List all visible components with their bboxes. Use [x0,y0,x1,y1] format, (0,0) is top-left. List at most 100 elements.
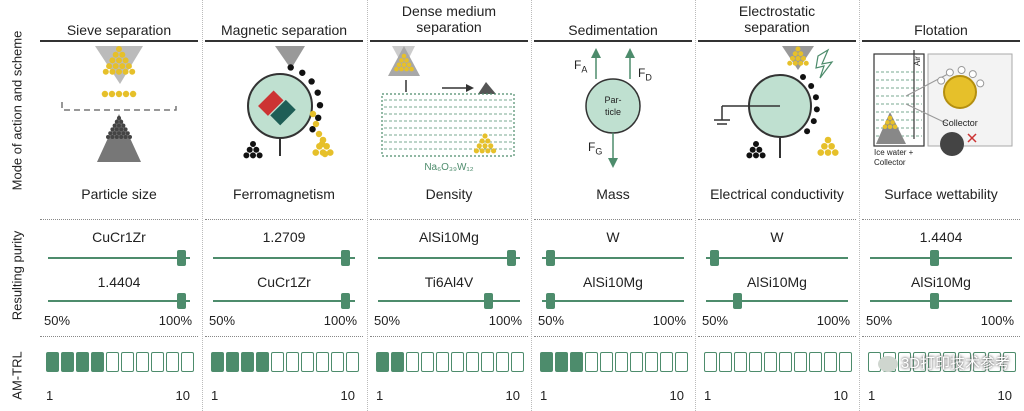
trl-cell [466,352,479,372]
trl-cell [988,352,1001,372]
purity-marker [929,293,939,309]
purity-marker [177,293,186,309]
scale-min-label: 50% [866,313,893,328]
trl-cell [496,352,509,372]
trl-min-label: 1 [868,388,876,403]
purity-track [378,300,520,302]
column-separator [531,0,533,411]
scale-max-label: 100% [980,313,1014,328]
divider [698,219,856,220]
trl-cell [451,352,464,372]
trl-cell [286,352,299,372]
row-label-purity: Resulting purity [0,220,34,330]
ice-water-label: Ice water + Collector [874,148,914,167]
scale-max-label: 100% [488,313,522,328]
trl-cell [406,352,419,372]
trl-min-label: 1 [540,388,548,403]
air-label: Air [913,56,922,66]
divider [534,336,692,337]
trl-cell [301,352,314,372]
trl-cell [749,352,762,372]
force-fd-label: FD [638,66,652,83]
material-label: 1.2709 [262,229,306,245]
trl-bar [704,352,852,372]
method-column: Flotation Air Collector Ice water + Coll… [862,0,1020,411]
trl-cell [898,352,911,372]
purity-marker [507,250,516,266]
material-label: AlSi10Mg [419,229,479,245]
trl-cell [166,352,179,372]
trl-cell [839,352,852,372]
separation-property: Mass [596,186,630,202]
trl-cell [511,352,524,372]
purity-track [48,300,190,302]
material-label: 1.4404 [97,274,141,290]
scheme-illustration [698,44,856,174]
trl-bar [46,352,194,372]
method-title: Sieve separation [66,22,172,38]
trl-cell [391,352,404,372]
trl-cell [645,352,658,372]
title-underline [534,40,692,42]
collector-label: Collector [942,118,978,128]
separation-property: Surface wettability [884,186,998,202]
scale-min-label: 50% [702,313,729,328]
trl-cell [570,352,583,372]
row-label-mode: Mode of action and scheme [0,20,34,200]
trl-bar [211,352,359,372]
trl-cell [481,352,494,372]
column-separator [367,0,369,411]
trl-cell [913,352,926,372]
scheme-illustration: Air Collector [862,44,1020,174]
divider [534,219,692,220]
scheme-illustration [534,44,692,174]
separation-property: Ferromagnetism [233,186,335,202]
method-title: Electrostatic separation [738,3,816,35]
trl-max-label: 10 [505,388,520,403]
scheme-illustration: Na₆O₃₉W₁₂ [370,44,528,174]
material-label: Ti6Al4V [424,274,474,290]
divider [698,336,856,337]
divider [862,219,1020,220]
divider [205,336,363,337]
row-label-trl-text: AM-TRL [9,350,25,400]
purity-marker [545,293,555,309]
method-title: Sedimentation [568,22,658,38]
trl-cell [660,352,673,372]
trl-cell [1003,352,1016,372]
trl-cell [331,352,344,372]
trl-bar [540,352,688,372]
trl-cell [421,352,434,372]
title-underline [40,40,198,42]
trl-cell [943,352,956,372]
divider [370,219,528,220]
purity-marker [929,250,939,266]
separation-property: Particle size [81,186,157,202]
material-label: AlSi10Mg [911,274,971,290]
trl-cell [719,352,732,372]
material-label: W [606,229,620,245]
method-column: Dense medium separation Na₆O₃₉W₁₂ Densit… [370,0,528,411]
trl-cell [630,352,643,372]
purity-marker [177,250,186,266]
force-fg-label: FG [588,140,603,157]
trl-cell [436,352,449,372]
trl-cell [61,352,74,372]
trl-cell [241,352,254,372]
trl-cell [376,352,389,372]
purity-track [870,300,1012,302]
scale-min-label: 50% [538,313,565,328]
trl-cell [226,352,239,372]
trl-bar [376,352,524,372]
separation-property: Electrical conductivity [710,186,844,202]
title-underline [205,40,363,42]
trl-min-label: 1 [46,388,54,403]
purity-track [706,257,848,259]
purity-track [706,300,848,302]
scheme-illustration [205,44,363,174]
trl-cell [764,352,777,372]
scheme-formula: Na₆O₃₉W₁₂ [424,162,473,173]
purity-track [870,257,1012,259]
trl-cell [958,352,971,372]
